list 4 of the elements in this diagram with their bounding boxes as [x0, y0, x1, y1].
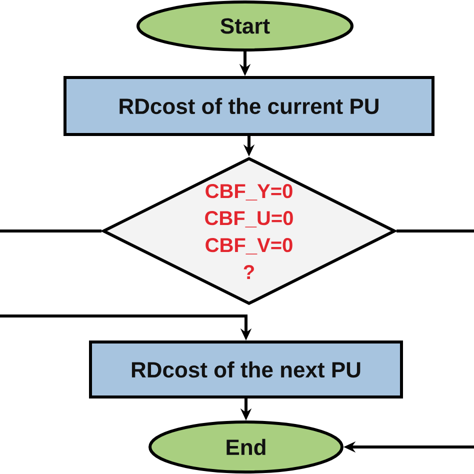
process-box: RDcost of the current PU	[64, 76, 434, 136]
connector-line	[0, 230, 102, 232]
connector-line	[396, 230, 474, 232]
process-box: RDcost of the next PU	[89, 340, 403, 398]
